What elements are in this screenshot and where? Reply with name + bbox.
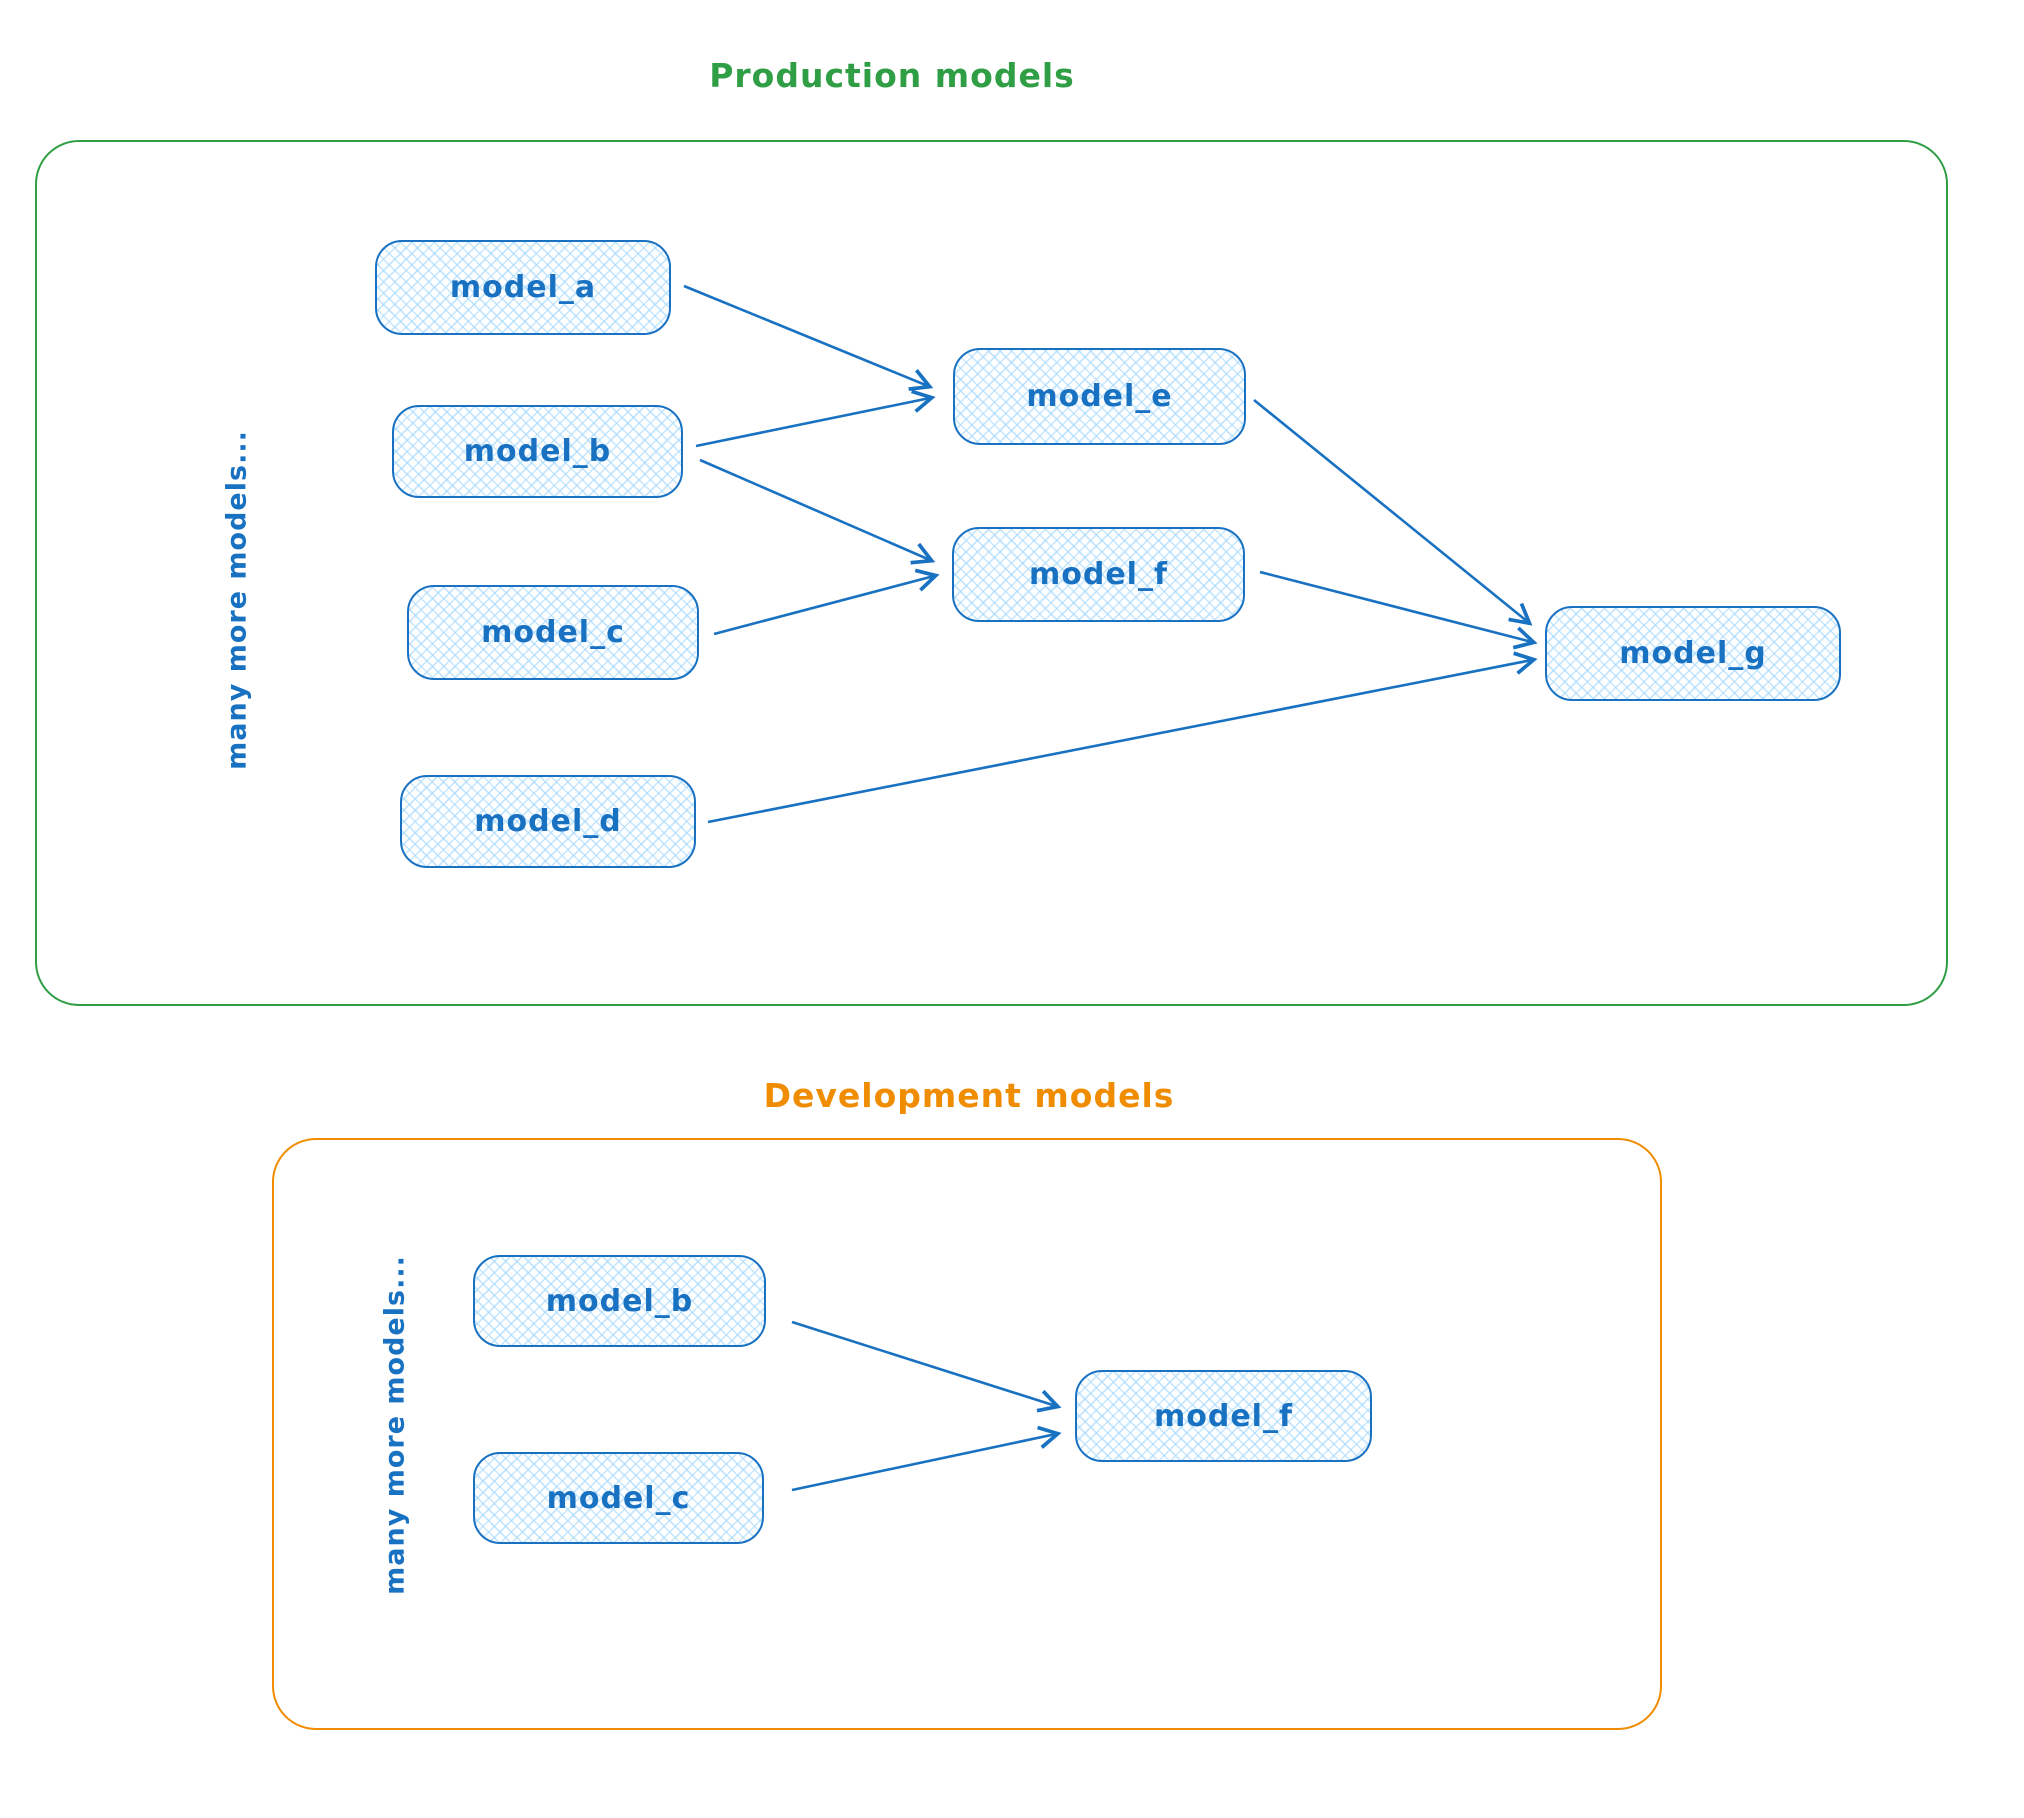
node-label: model_b — [463, 434, 612, 469]
node-label: model_g — [1619, 636, 1767, 671]
node-production-model-e[interactable]: model_e — [953, 348, 1246, 445]
node-production-model-a[interactable]: model_a — [375, 240, 671, 335]
node-development-model-c[interactable]: model_c — [473, 1452, 764, 1544]
node-label: model_e — [1026, 379, 1173, 414]
node-production-model-g[interactable]: model_g — [1545, 606, 1841, 701]
production-frame[interactable] — [35, 140, 1948, 1006]
node-label: model_a — [449, 270, 597, 305]
node-development-model-b[interactable]: model_b — [473, 1255, 766, 1347]
development-frame[interactable] — [272, 1138, 1662, 1730]
node-production-model-f[interactable]: model_f — [952, 527, 1245, 622]
node-label: model_b — [545, 1283, 694, 1319]
node-label: model_d — [474, 804, 622, 839]
node-production-model-c[interactable]: model_c — [407, 585, 699, 680]
node-development-model-f[interactable]: model_f — [1075, 1370, 1372, 1462]
node-label: model_c — [546, 1480, 691, 1516]
node-production-model-d[interactable]: model_d — [400, 775, 696, 868]
node-label: model_f — [1153, 1398, 1294, 1434]
node-label: model_f — [1028, 557, 1169, 592]
node-production-model-b[interactable]: model_b — [392, 405, 683, 498]
development-section-title: Development models — [763, 1076, 1175, 1115]
production-section-title: Production models — [709, 56, 1075, 95]
node-label: model_c — [481, 615, 625, 650]
production-side-label: many more models... — [221, 430, 253, 770]
development-side-label: many more models... — [379, 1255, 411, 1595]
